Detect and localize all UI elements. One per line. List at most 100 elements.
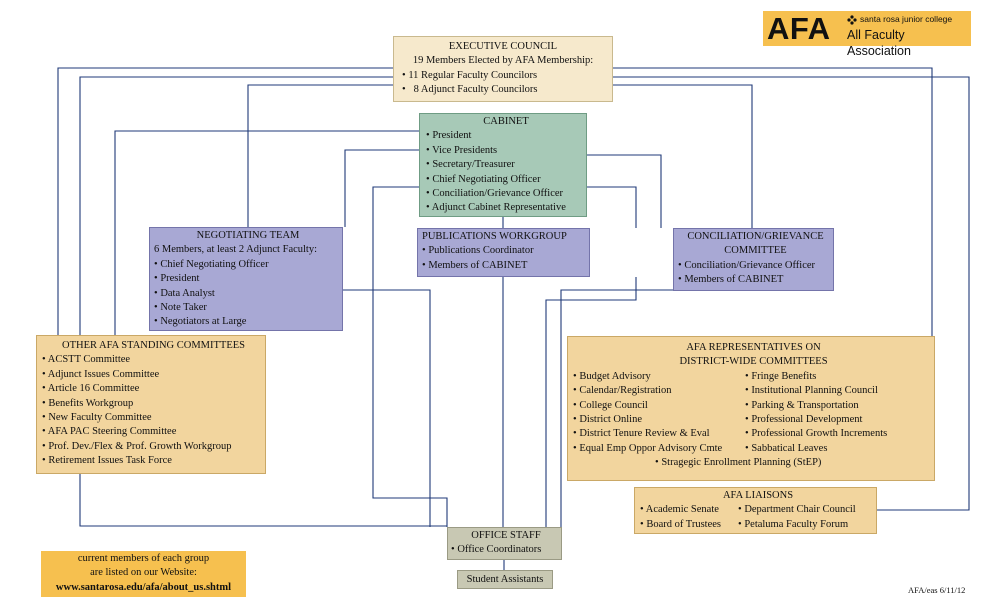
- connector-cabinet-neg: [344, 149, 419, 227]
- list-item: Department Chair Council: [738, 503, 855, 517]
- list-item: Professional Growth Increments: [745, 427, 887, 441]
- connector-cabinet-office-right: [545, 186, 637, 527]
- list-item: New Faculty Committee: [42, 411, 265, 425]
- liaisons-column-1: Academic Senate Board of Trustees: [640, 503, 738, 532]
- list-item: Office Coordinators: [451, 543, 561, 557]
- district-representatives-box: AFA REPRESENTATIVES ON DISTRICT-WIDE COM…: [567, 336, 935, 481]
- list-item: District Online: [573, 413, 745, 427]
- list-item: Article 16 Committee: [42, 382, 265, 396]
- connector-exec-reps: [613, 67, 933, 336]
- list-item: Chief Negotiating Officer: [426, 173, 586, 187]
- list-item: Adjunct Issues Committee: [42, 368, 265, 382]
- list-item: Benefits Workgroup: [42, 397, 265, 411]
- members-note-line2: are listed on our Website:: [90, 567, 197, 579]
- members-note-box: current members of each group are listed…: [41, 551, 246, 597]
- conciliation-committee-box: CONCILIATION/GRIEVANCE COMMITTEE Concili…: [673, 228, 834, 291]
- cabinet-title: CABINET: [483, 116, 529, 127]
- publications-workgroup-title: PUBLICATIONS WORKGROUP: [422, 231, 567, 242]
- executive-council-box: EXECUTIVE COUNCIL 19 Members Elected by …: [393, 36, 613, 102]
- logo-abbr: AFA: [767, 11, 831, 46]
- connector-conc-office: [560, 289, 673, 527]
- conciliation-committee-list: Conciliation/Grievance Officer Members o…: [678, 259, 833, 288]
- connector-exec-outer-left: [57, 67, 393, 336]
- district-reps-last-row: Stragegic Enrollment Planning (StEP): [573, 456, 934, 470]
- connector-exec-office-left: [79, 76, 447, 527]
- student-assistants-box: Student Assistants: [457, 570, 553, 589]
- list-item: Secretary/Treasurer: [426, 158, 586, 172]
- connector-cabinet-office-left: [372, 186, 448, 527]
- list-item: Institutional Planning Council: [745, 384, 887, 398]
- office-staff-box: OFFICE STAFF Office Coordinators: [447, 527, 562, 560]
- liaisons-box: AFA LIAISONS Academic Senate Board of Tr…: [634, 487, 877, 534]
- negotiating-team-list: Chief Negotiating Officer President Data…: [154, 258, 342, 330]
- list-item: Negotiators at Large: [154, 315, 342, 329]
- standing-committees-box: OTHER AFA STANDING COMMITTEES ACSTT Comm…: [36, 335, 266, 474]
- list-item: AFA PAC Steering Committee: [42, 425, 265, 439]
- list-item: Petaluma Faculty Forum: [738, 518, 856, 532]
- list-item: Members of CABINET: [422, 259, 589, 273]
- list-item: Note Taker: [154, 301, 342, 315]
- list-item: Professional Development: [745, 413, 887, 427]
- district-reps-column-2: Fringe Benefits Institutional Planning C…: [745, 370, 887, 456]
- conciliation-committee-title-line1: CONCILIATION/GRIEVANCE: [687, 231, 824, 242]
- list-item: 8 Adjunct Faculty Councilors: [402, 83, 612, 97]
- list-item: College Council: [573, 399, 745, 413]
- list-item: Equal Emp Oppor Advisory Cmte: [573, 442, 745, 456]
- credit-text: AFA/eas 6/11/12: [908, 585, 966, 595]
- list-item: Parking & Transportation: [745, 399, 887, 413]
- connector-exec-conc: [613, 84, 753, 228]
- list-item: Academic Senate: [640, 503, 738, 517]
- list-item: District Tenure Review & Eval: [573, 427, 745, 441]
- list-item: President: [426, 129, 586, 143]
- negotiating-team-title: NEGOTIATING TEAM: [196, 230, 300, 241]
- executive-council-title: EXECUTIVE COUNCIL: [448, 41, 558, 52]
- connector-cabinet-standing: [114, 130, 419, 335]
- list-item: Conciliation/Grievance Officer: [426, 187, 586, 201]
- liaisons-column-2: Department Chair Council Petaluma Facult…: [738, 503, 856, 532]
- negotiating-team-subtitle: 6 Members, at least 2 Adjunct Faculty:: [154, 244, 318, 256]
- logo-association-name: All Faculty Association: [847, 28, 911, 58]
- cabinet-box: CABINET President Vice Presidents Secret…: [419, 113, 587, 217]
- negotiating-team-box: NEGOTIATING TEAM 6 Members, at least 2 A…: [149, 227, 343, 331]
- office-staff-list: Office Coordinators: [451, 543, 561, 557]
- liaisons-title: AFA LIAISONS: [722, 490, 794, 501]
- cabinet-list: President Vice Presidents Secretary/Trea…: [426, 129, 586, 215]
- district-reps-title-line2: DISTRICT-WIDE COMMITTEES: [679, 356, 828, 368]
- list-item: Adjunct Cabinet Representative: [426, 201, 586, 215]
- afa-logo: AFA santa rosa junior college All Facult…: [763, 11, 971, 58]
- list-item: Prof. Dev./Flex & Prof. Growth Workgroup: [42, 440, 265, 454]
- standing-committees-title: OTHER AFA STANDING COMMITTEES: [61, 340, 245, 351]
- list-item: Members of CABINET: [678, 273, 833, 287]
- list-item: Retirement Issues Task Force: [42, 454, 265, 468]
- list-item: Chief Negotiating Officer: [154, 258, 342, 272]
- list-item: Fringe Benefits: [745, 370, 887, 384]
- list-item: Calendar/Registration: [573, 384, 745, 398]
- list-item: Stragegic Enrollment Planning (StEP): [655, 456, 934, 470]
- list-item: President: [154, 272, 342, 286]
- executive-council-subtitle: 19 Members Elected by AFA Membership:: [412, 55, 594, 67]
- connector-neg-office: [343, 289, 431, 527]
- list-item: Budget Advisory: [573, 370, 745, 384]
- conciliation-committee-title-line2: COMMITTEE: [724, 245, 787, 257]
- connector-cabinet-conc: [587, 154, 662, 228]
- district-reps-title-line1: AFA REPRESENTATIVES ON: [686, 342, 821, 353]
- list-item: Board of Trustees: [640, 518, 738, 532]
- publications-workgroup-list: Publications Coordinator Members of CABI…: [422, 244, 589, 273]
- list-item: Conciliation/Grievance Officer: [678, 259, 833, 273]
- publications-workgroup-box: PUBLICATIONS WORKGROUP Publications Coor…: [417, 228, 590, 277]
- connector-exec-neg: [247, 84, 393, 227]
- members-note-line1: current members of each group: [77, 553, 210, 564]
- logo-college: santa rosa junior college: [860, 14, 953, 24]
- flower-icon: [847, 15, 857, 25]
- website-link[interactable]: www.santarosa.edu/afa/about_us.shtml: [55, 581, 232, 593]
- list-item: Publications Coordinator: [422, 244, 589, 258]
- list-item: ACSTT Committee: [42, 353, 265, 367]
- district-reps-column-1: Budget Advisory Calendar/Registration Co…: [573, 370, 745, 456]
- connector-exec-liaisons: [613, 76, 970, 511]
- executive-council-list: 11 Regular Faculty Councilors 8 Adjunct …: [394, 69, 612, 98]
- office-staff-title: OFFICE STAFF: [471, 530, 541, 541]
- list-item: Data Analyst: [154, 287, 342, 301]
- list-item: Sabbatical Leaves: [745, 442, 887, 456]
- district-reps-columns: Budget Advisory Calendar/Registration Co…: [573, 370, 934, 456]
